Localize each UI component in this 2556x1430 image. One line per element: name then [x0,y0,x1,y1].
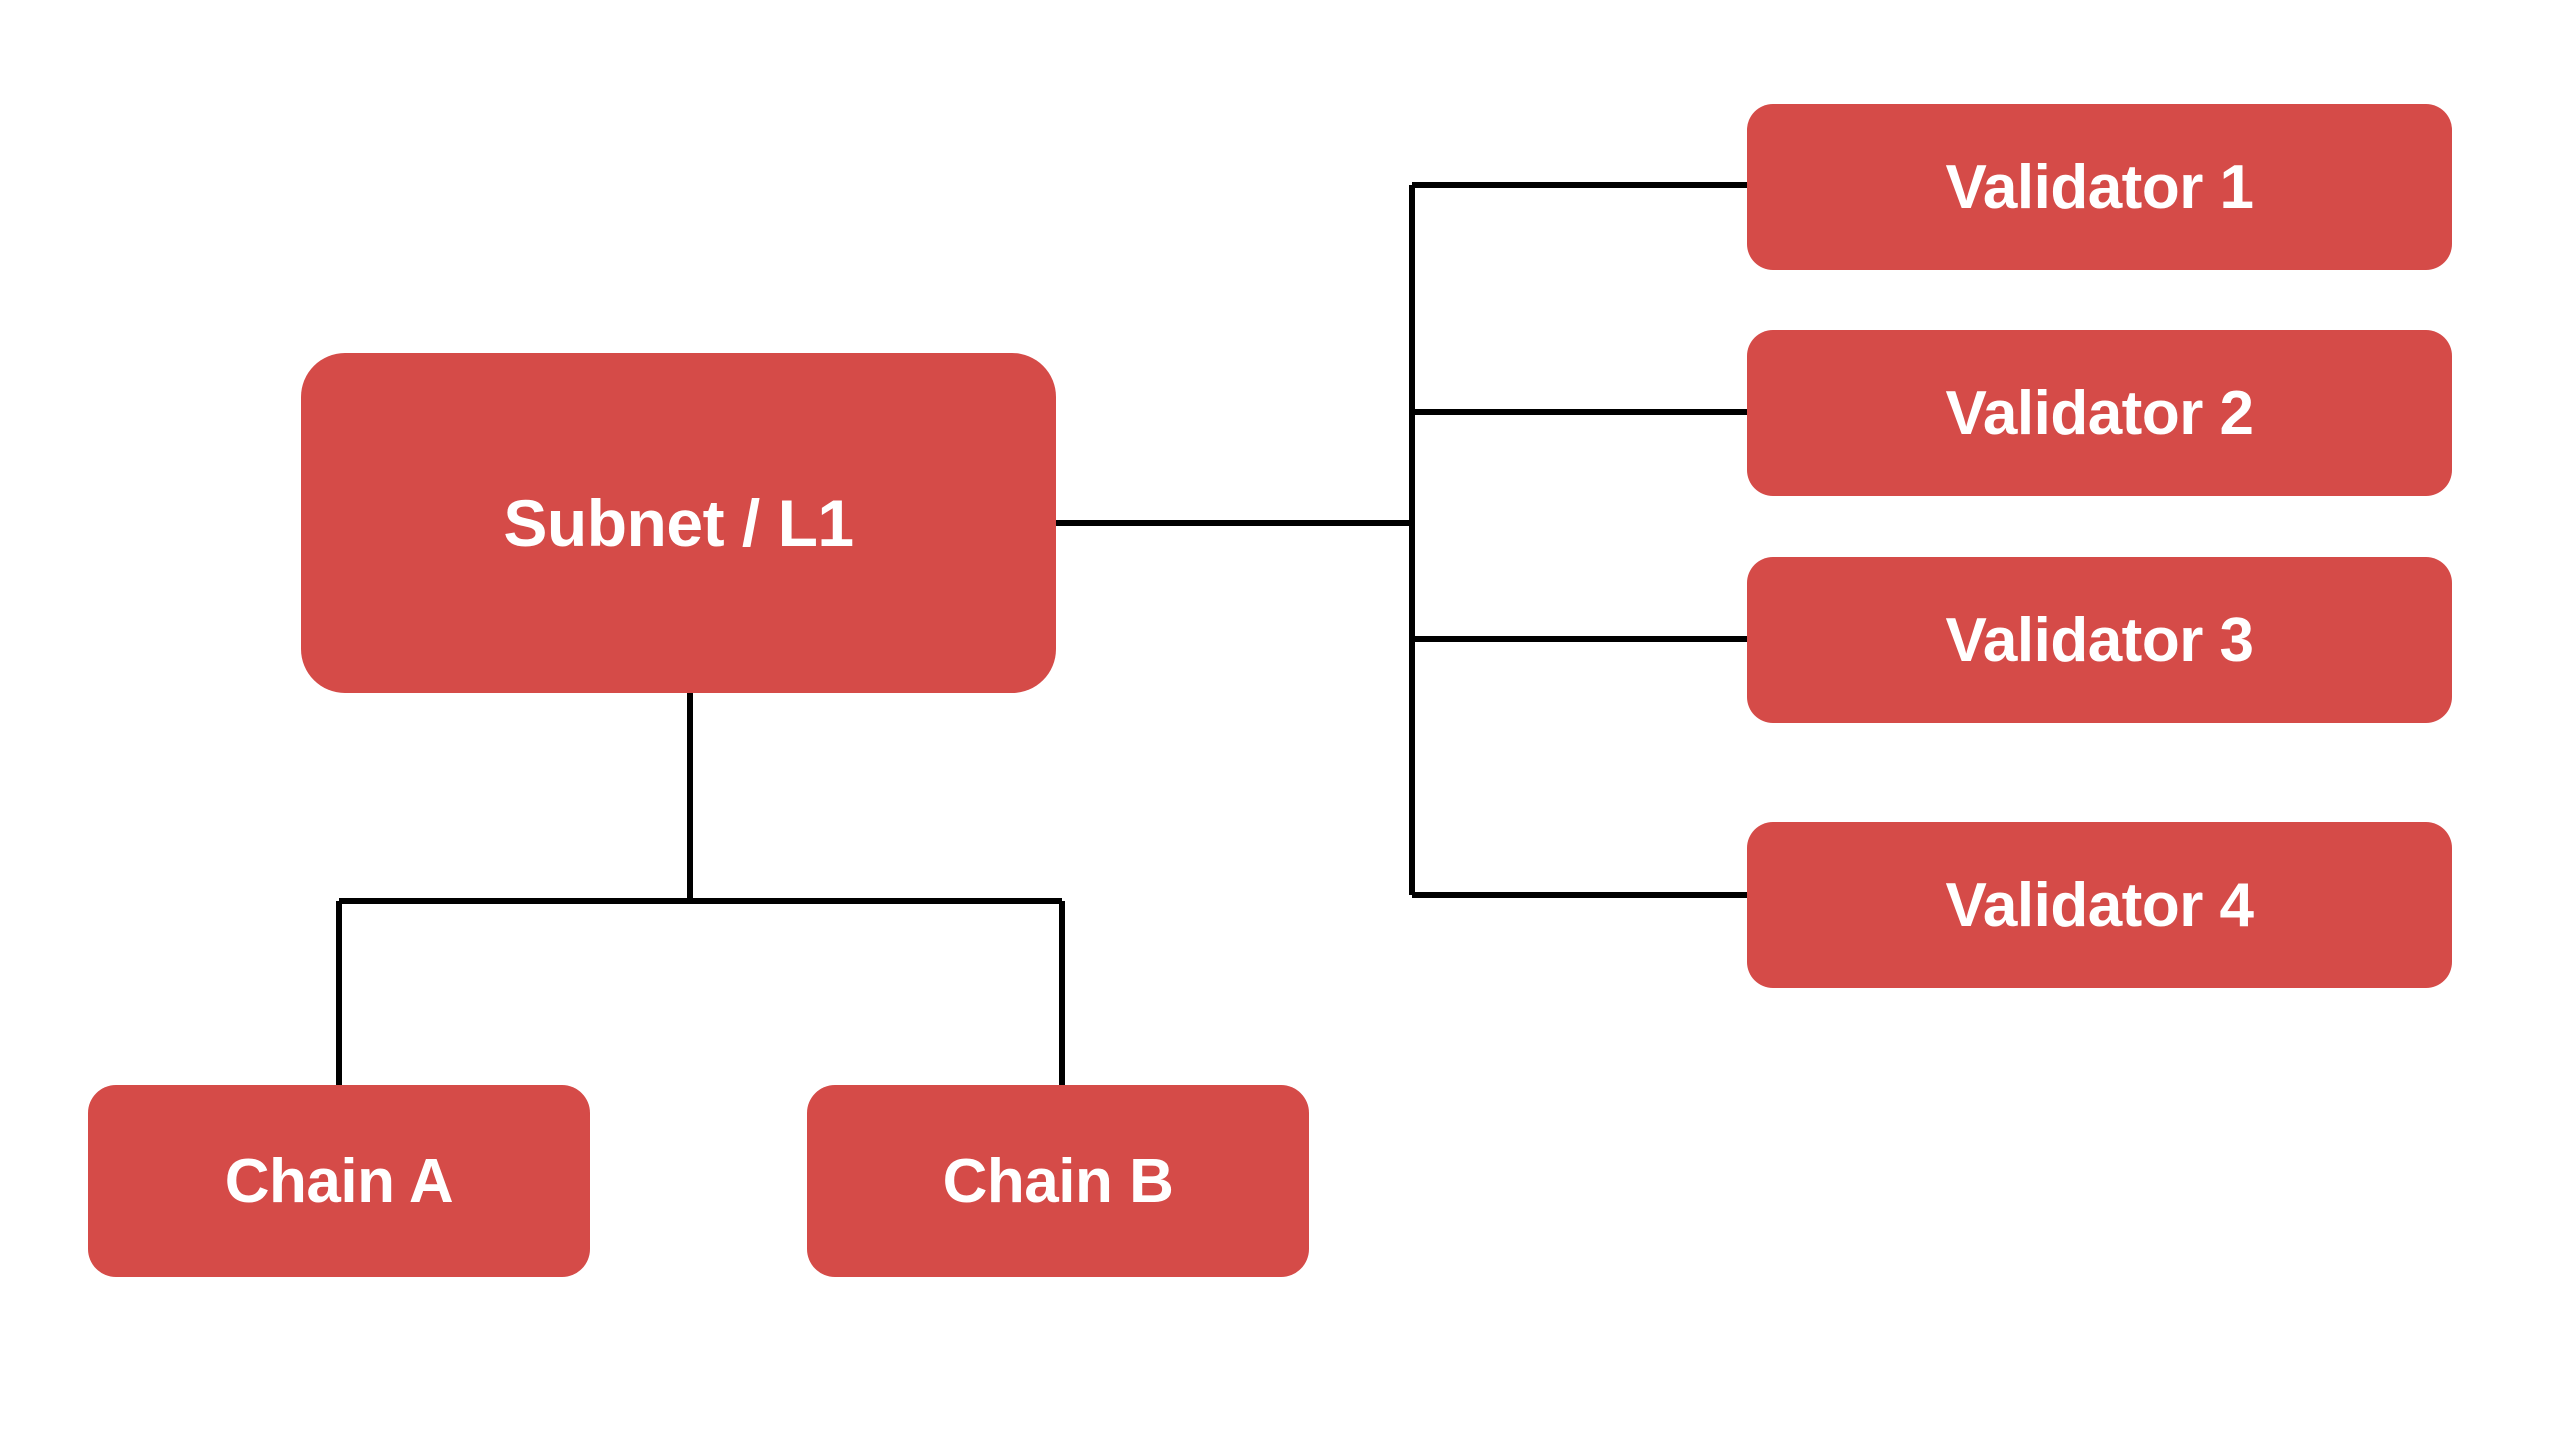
node-chain-b[interactable]: Chain B [807,1085,1309,1277]
node-chain-a[interactable]: Chain A [88,1085,590,1277]
node-subnet-label: Subnet / L1 [503,486,854,560]
node-chain-a-label: Chain A [224,1146,454,1216]
node-validator-2-label: Validator 2 [1945,378,2254,448]
node-validator-4[interactable]: Validator 4 [1747,822,2452,988]
node-validator-1-label: Validator 1 [1945,152,2254,222]
node-validator-3-label: Validator 3 [1945,605,2254,675]
node-validator-2[interactable]: Validator 2 [1747,330,2452,496]
node-validator-4-label: Validator 4 [1945,870,2254,940]
node-validator-1[interactable]: Validator 1 [1747,104,2452,270]
validator-connector-group [1056,182,1747,898]
node-validator-3[interactable]: Validator 3 [1747,557,2452,723]
node-subnet[interactable]: Subnet / L1 [301,353,1056,693]
node-chain-b-label: Chain B [942,1146,1174,1216]
chain-connector-group [336,693,1065,1085]
